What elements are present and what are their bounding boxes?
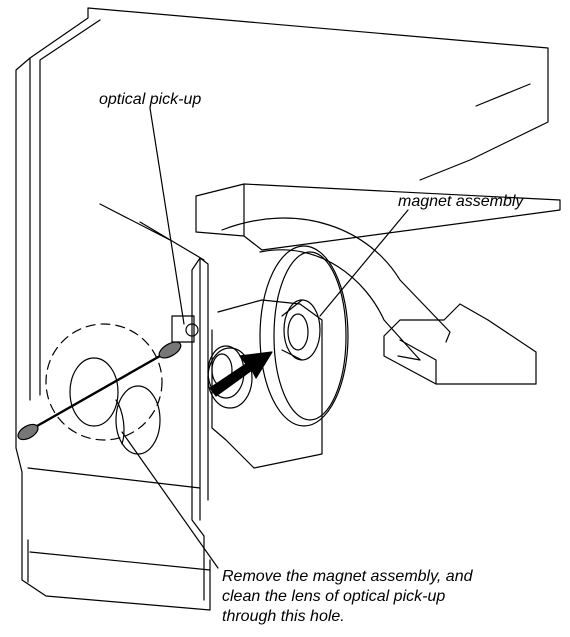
housing-detail-lines: [27, 83, 531, 583]
bracket-foot: [383, 303, 537, 385]
instruction-text: Remove the magnet assembly, and clean th…: [222, 567, 473, 627]
hole-highlight-circle: [45, 323, 163, 441]
magnet-rim: [273, 251, 347, 421]
magnet-hub: [283, 299, 321, 361]
leader-instruction: [121, 431, 219, 569]
support-arm: [195, 183, 561, 251]
magnet-center: [287, 313, 309, 351]
hole-bevel: [115, 399, 125, 445]
center-plate: [191, 257, 209, 601]
label-magnet-assembly: magnet assembly: [398, 193, 524, 210]
swab-stick: [28, 346, 176, 432]
motor-block: [211, 299, 323, 469]
leader-optical-pickup: [149, 107, 185, 325]
magnet-hub-side: [281, 299, 303, 361]
housing-inner-edge: [39, 19, 101, 396]
pickup-screw: [185, 323, 199, 337]
access-hole-left: [69, 357, 119, 427]
magnet-outer-disc: [259, 245, 349, 427]
instruction-line-3: through this hole.: [222, 608, 345, 625]
curved-bracket: [221, 217, 451, 361]
label-optical-pickup: optical pick-up: [99, 91, 202, 108]
leader-magnet-assembly: [319, 209, 409, 317]
swab-tip-left: [17, 423, 39, 441]
swab-tip-right: [158, 341, 182, 359]
removal-arrow: [209, 351, 273, 397]
instruction-line-1: Remove the magnet assembly, and: [222, 568, 473, 585]
pickup-lens-ring: [207, 347, 253, 409]
instruction-line-2: clean the lens of optical pick-up: [222, 588, 446, 605]
housing-outline: [15, 7, 549, 611]
